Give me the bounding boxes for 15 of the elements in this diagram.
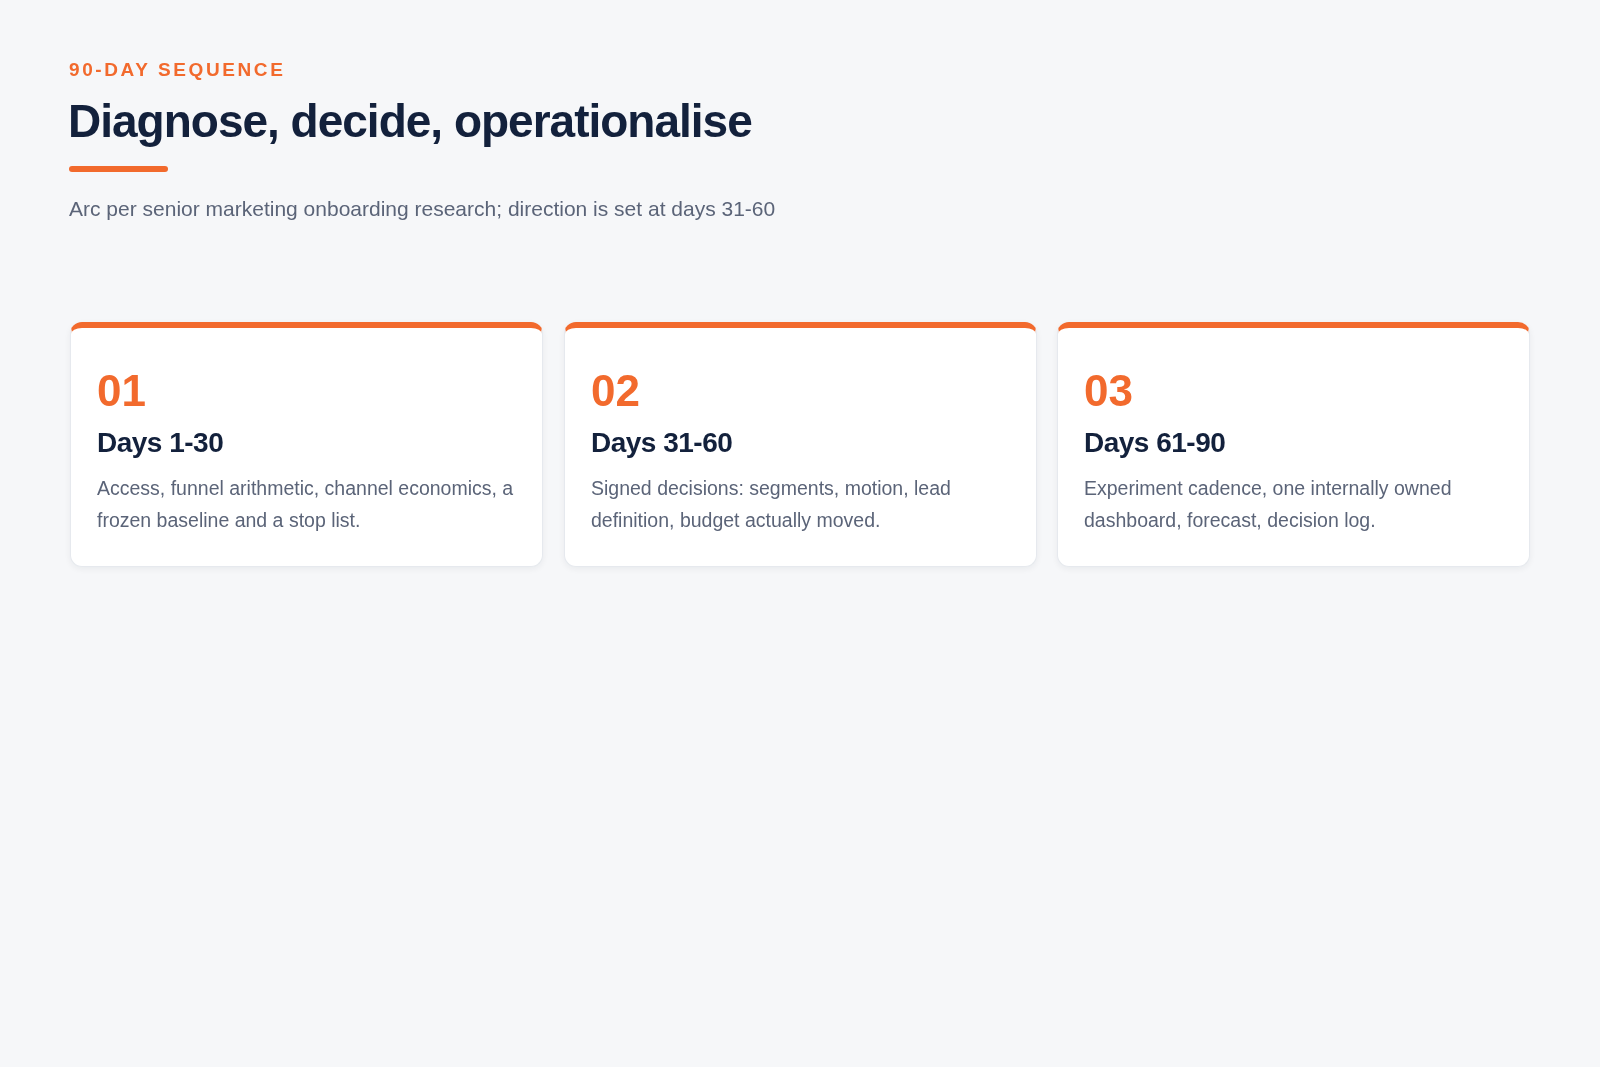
phase-heading: Days 31-60 xyxy=(591,426,733,460)
subtitle-text: Arc per senior marketing onboarding research; direction is set at days 31-60 xyxy=(69,197,776,221)
phase-card xyxy=(1057,322,1530,567)
phase-heading: Days 1-30 xyxy=(97,426,224,460)
phase-description: Access, funnel arithmetic, channel economics, a frozen baseline and a stop list. xyxy=(97,476,515,533)
phase-description: Signed decisions: segments, motion, lead definition, budget actually moved. xyxy=(591,476,952,533)
page-title: Diagnose, decide, operationalise xyxy=(68,94,752,148)
step-number: 02 xyxy=(591,366,640,416)
step-number: 03 xyxy=(1084,366,1133,416)
phase-card xyxy=(70,322,543,567)
phase-heading: Days 61-90 xyxy=(1084,426,1226,460)
phase-card xyxy=(564,322,1037,567)
section-kicker: 90-DAY SEQUENCE xyxy=(69,59,286,81)
step-number: 01 xyxy=(97,366,146,416)
phase-description: Experiment cadence, one internally owned dashboard, forecast, decision log. xyxy=(1084,476,1453,533)
